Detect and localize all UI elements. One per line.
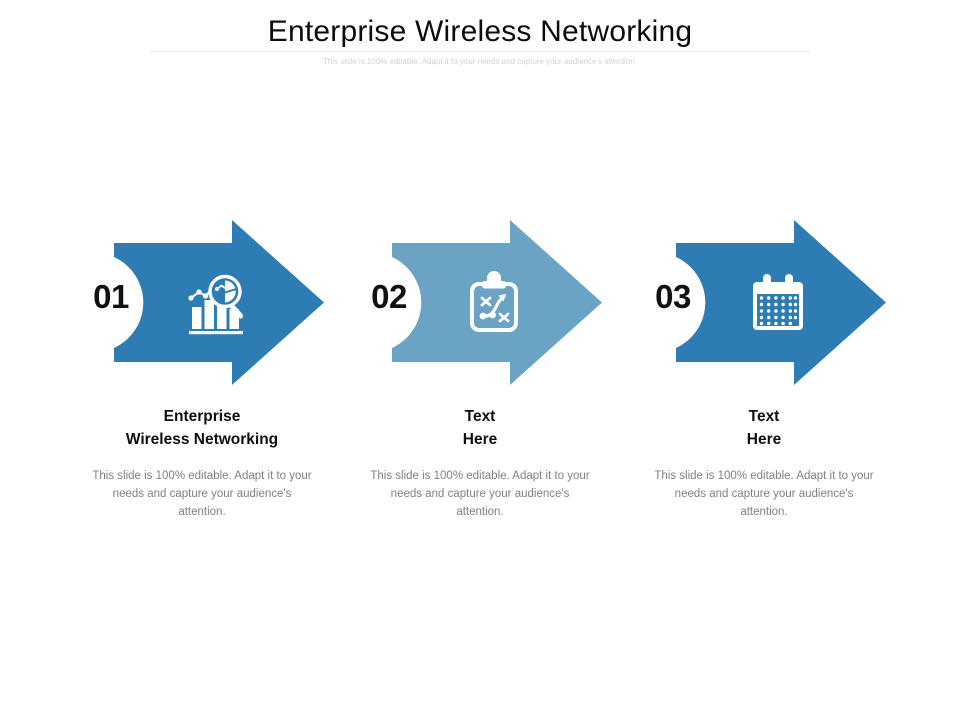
step-column-2[interactable]: 02 <box>330 205 630 545</box>
arrow-block-2: 02 <box>330 205 630 400</box>
step-heading-1: Enterprise Wireless Networking <box>72 405 332 451</box>
step-caption-3: Text Here This slide is 100% editable. A… <box>614 405 914 521</box>
step-caption-1: Enterprise Wireless Networking This slid… <box>52 405 352 521</box>
step-heading-3: Text Here <box>634 405 894 451</box>
clipboard-strategy-icon <box>458 267 530 339</box>
steps-container: 01 <box>0 205 960 545</box>
slide-header: Enterprise Wireless Networking This slid… <box>0 0 960 90</box>
step-number-2: 02 <box>371 278 407 315</box>
title-divider <box>150 51 810 52</box>
step-heading-3-line2: Here <box>746 431 782 448</box>
step-heading-2: Text Here <box>350 405 610 451</box>
page-title: Enterprise Wireless Networking <box>267 15 693 48</box>
step-body-2: This slide is 100% editable. Adapt it to… <box>370 470 590 518</box>
slide-subtitle: This slide is 100% editable. Adapt it to… <box>322 57 638 66</box>
step-number-1: 01 <box>93 278 129 315</box>
arrow-block-3: 03 <box>614 205 914 400</box>
bar-chart-magnifier-icon <box>180 267 252 339</box>
step-body-1: This slide is 100% editable. Adapt it to… <box>92 470 312 518</box>
step-heading-1-line2: Wireless Networking <box>125 431 279 448</box>
step-heading-3-line1: Text <box>748 408 780 425</box>
step-number-3: 03 <box>655 278 691 315</box>
step-heading-2-line1: Text <box>464 408 496 425</box>
step-heading-2-line2: Here <box>462 431 498 448</box>
arrow-block-1: 01 <box>52 205 352 400</box>
step-caption-2: Text Here This slide is 100% editable. A… <box>330 405 630 521</box>
step-column-1[interactable]: 01 <box>52 205 352 545</box>
step-heading-1-line1: Enterprise <box>163 408 241 425</box>
step-column-3[interactable]: 03 <box>614 205 914 545</box>
step-body-3: This slide is 100% editable. Adapt it to… <box>654 470 874 518</box>
calendar-icon <box>742 267 814 339</box>
